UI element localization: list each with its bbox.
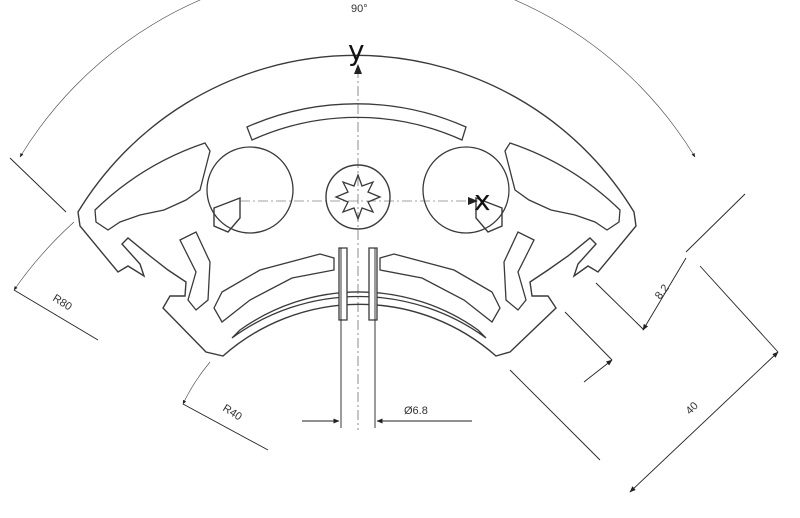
aluminum-profile — [77, 54, 637, 357]
angle-label: 90° — [351, 3, 368, 15]
outer-radius-label: R80 — [50, 292, 73, 313]
slot-width-label: 8.2 — [653, 282, 672, 301]
outer-radius-dimension: R80 — [9, 157, 99, 341]
axes: y x — [240, 34, 491, 430]
left-core-hole — [206, 146, 294, 234]
right-core-hole — [422, 146, 510, 234]
slot-width-dimension: 8.2 — [564, 257, 687, 383]
axis-x-label: x — [474, 184, 491, 217]
bore-diameter-label: Ø6.8 — [404, 405, 428, 417]
inner-radius-dimension: R40 — [182, 361, 269, 451]
profile-width-label: 40 — [684, 400, 701, 417]
profile-width-dimension: 40 — [509, 193, 779, 493]
bore-diameter-dimension: Ø6.8 — [302, 248, 472, 428]
axis-y-label: y — [348, 34, 365, 67]
angle-dimension: 90° — [19, 0, 696, 158]
inner-radius-label: R40 — [220, 402, 243, 423]
